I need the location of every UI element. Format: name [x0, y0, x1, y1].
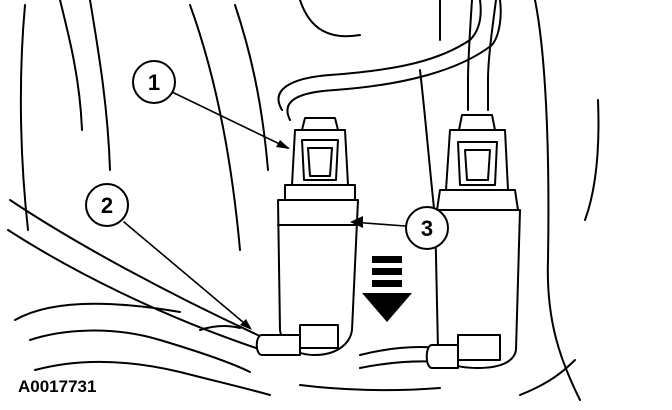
hoses [7, 0, 502, 369]
solenoid-right [425, 114, 521, 369]
leader-lines [123, 91, 406, 329]
callout-1: 1 [132, 60, 176, 104]
callout-3: 3 [405, 206, 449, 250]
callout-2: 2 [85, 183, 129, 227]
callout-2-label: 2 [101, 193, 113, 218]
background-outlines [19, 0, 600, 401]
callout-3-label: 3 [421, 216, 433, 241]
arrowheads [240, 140, 363, 330]
callout-1-label: 1 [148, 70, 160, 95]
direction-arrow-icon [362, 256, 412, 322]
solenoid-left [255, 117, 359, 356]
figure-id: A0017731 [18, 377, 96, 396]
